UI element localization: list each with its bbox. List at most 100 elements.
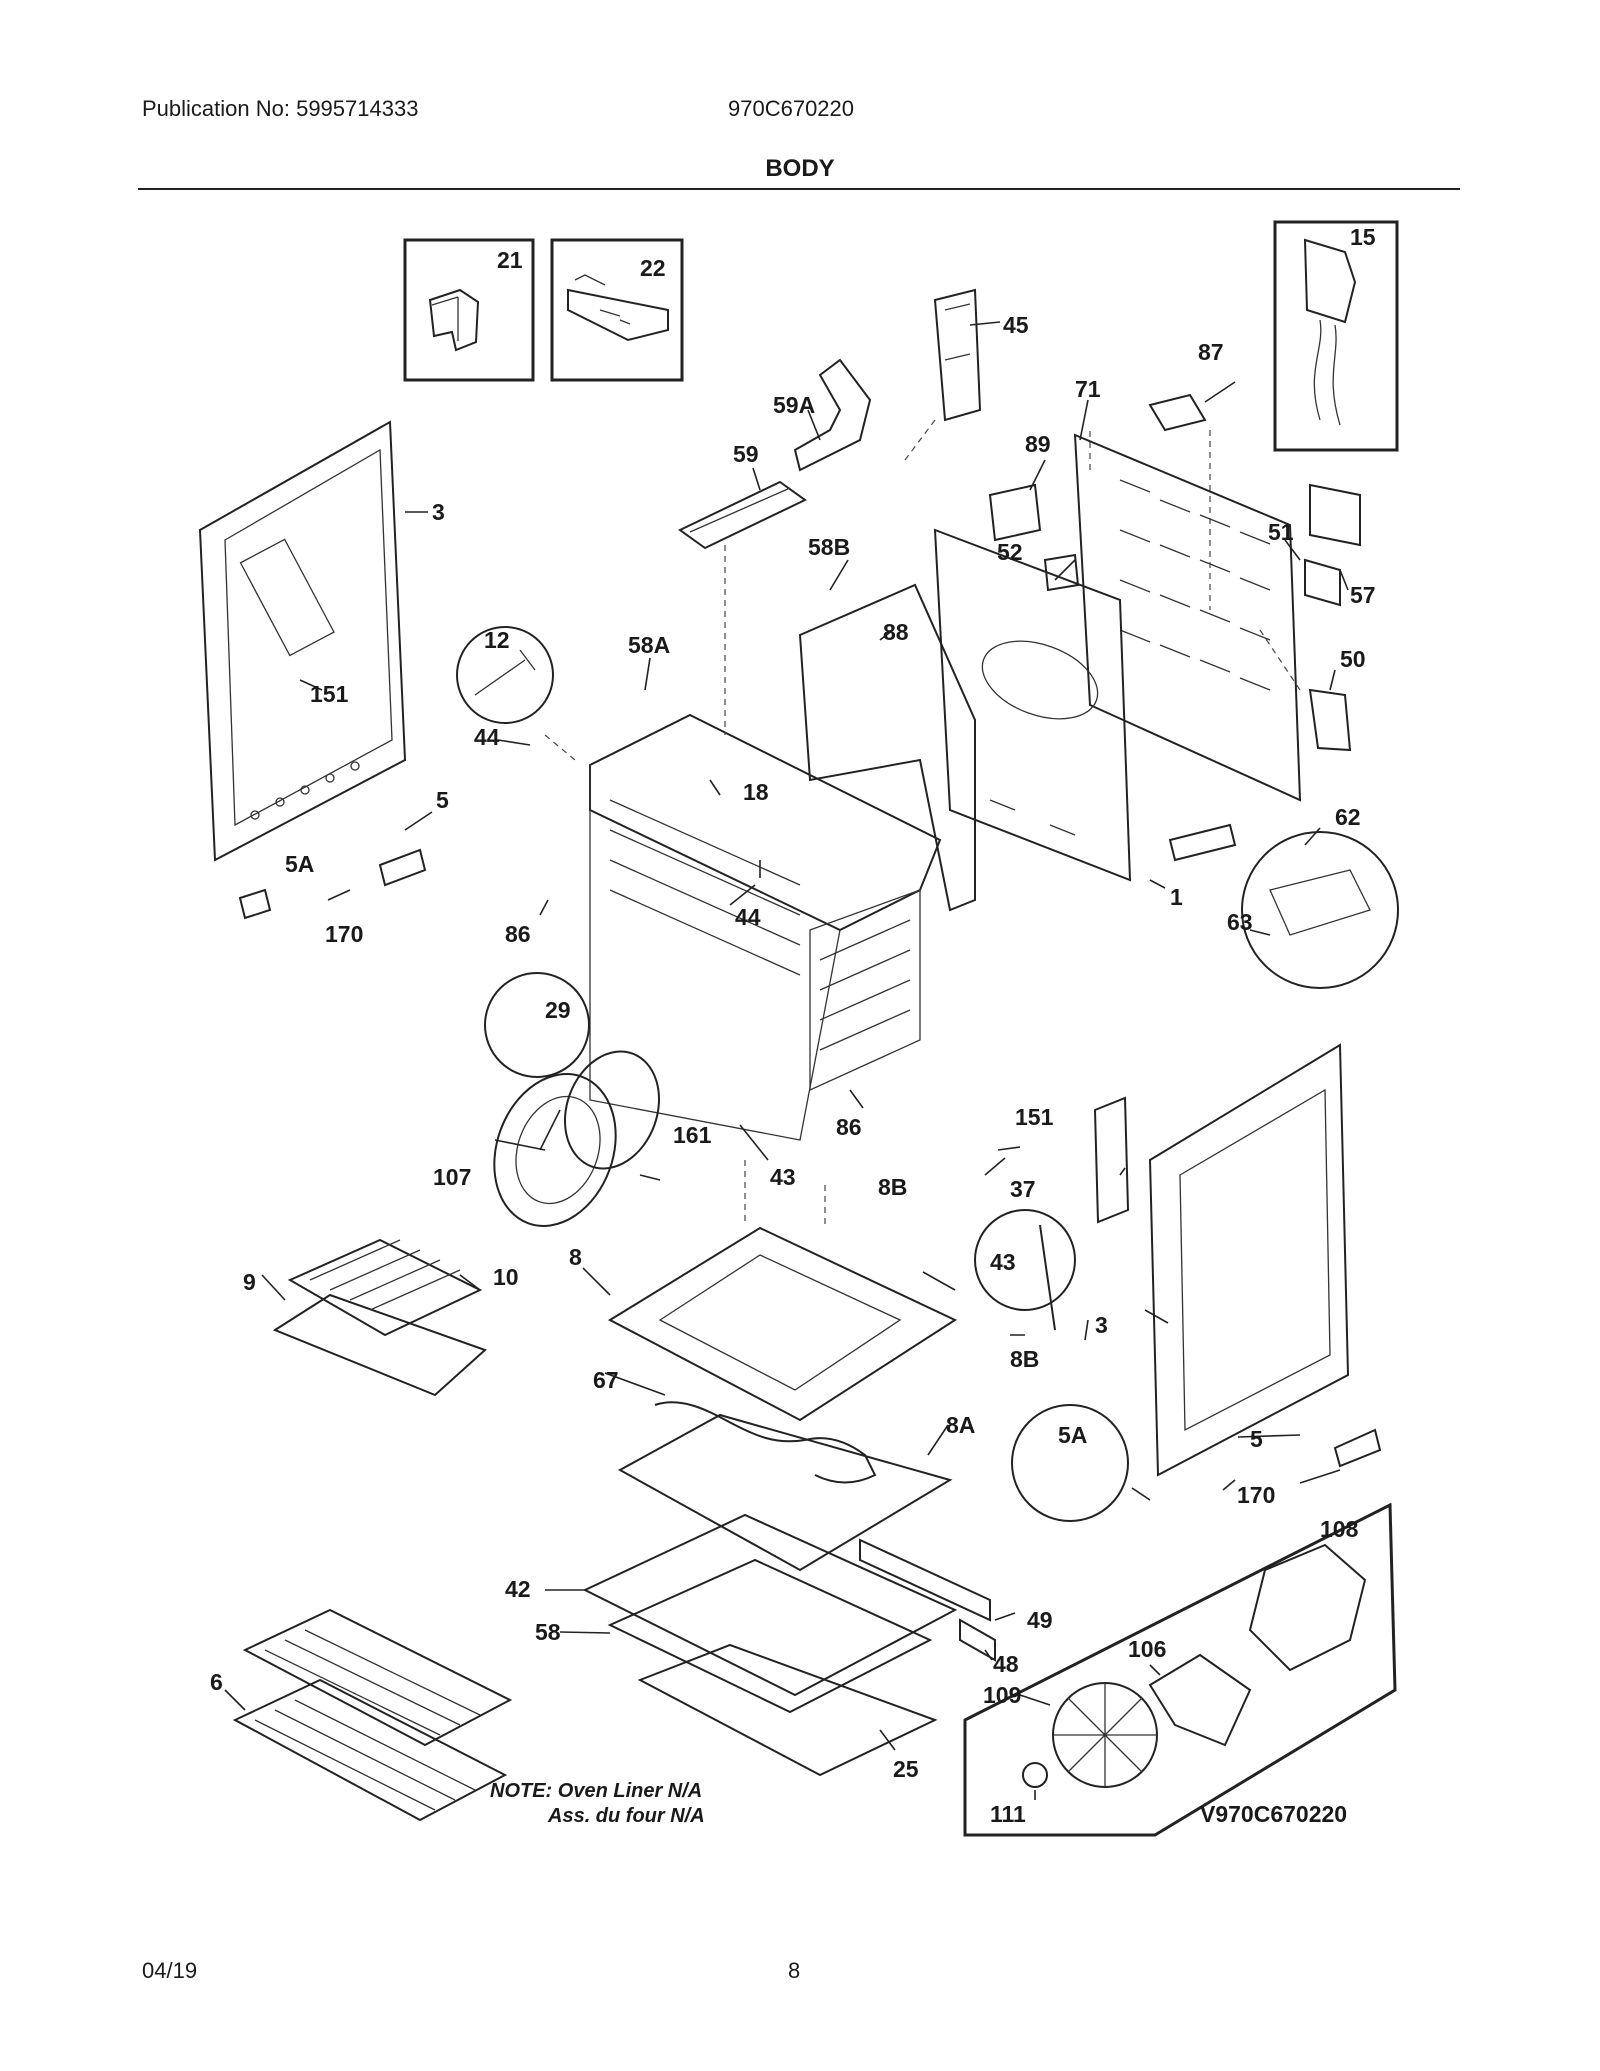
part-111-nut <box>1022 1762 1048 1788</box>
part-8-oven-bottom <box>607 1226 958 1422</box>
part-170-right-bracket <box>1333 1428 1382 1468</box>
label-45: 45 <box>1003 312 1029 338</box>
inset-box-15 <box>1273 220 1399 452</box>
part-109-fan-blade <box>1052 1682 1158 1788</box>
part-161-gasket <box>563 1050 661 1170</box>
label-5-left: 5 <box>436 787 449 813</box>
label-71: 71 <box>1075 376 1101 402</box>
part-12-thermostat <box>474 649 536 696</box>
inset-box-22 <box>550 238 684 382</box>
part-89-bracket <box>988 483 1042 542</box>
label-62: 62 <box>1335 804 1361 830</box>
label-51: 51 <box>1268 519 1294 545</box>
part-58B-insulation <box>798 583 976 912</box>
label-5A-left: 5A <box>285 851 314 877</box>
part-21-connector <box>428 288 480 352</box>
label-89: 89 <box>1025 431 1051 457</box>
label-59: 59 <box>733 441 759 467</box>
label-25: 25 <box>893 1756 919 1782</box>
label-15: 15 <box>1350 224 1376 250</box>
label-5A-right: 5A <box>1058 1422 1087 1448</box>
part-106-bracket <box>1148 1653 1252 1747</box>
label-106: 106 <box>1128 1636 1166 1662</box>
label-52: 52 <box>997 539 1023 565</box>
part-3-right-side-panel <box>1148 1043 1350 1477</box>
label-161: 161 <box>673 1122 712 1148</box>
label-5-right: 5 <box>1250 1426 1263 1452</box>
label-8: 8 <box>569 1244 582 1270</box>
label-1: 1 <box>1170 884 1183 910</box>
label-29: 29 <box>545 997 571 1023</box>
part-67-bake-element <box>654 1401 877 1484</box>
label-170-right: 170 <box>1237 1482 1275 1508</box>
label-109: 109 <box>983 1682 1021 1708</box>
part-59-duct <box>678 480 807 550</box>
callout-circle-43 <box>974 1209 1076 1311</box>
label-107: 107 <box>433 1164 471 1190</box>
note-line-1: NOTE: Oven Liner N/A <box>490 1780 702 1802</box>
part-71-back-panel <box>1073 433 1302 802</box>
label-10: 10 <box>493 1264 519 1290</box>
version-code: V970C670220 <box>1200 1801 1347 1827</box>
label-87: 87 <box>1198 339 1224 365</box>
part-108-fan-motor <box>1248 1543 1367 1672</box>
part-52-bracket <box>1043 553 1080 592</box>
label-8B-top: 8B <box>878 1174 907 1200</box>
label-108: 108 <box>1320 1516 1359 1542</box>
label-57: 57 <box>1350 582 1376 608</box>
publication-number: Publication No: 5995714333 <box>142 96 419 121</box>
part-50-box <box>1308 688 1352 752</box>
label-151-left: 151 <box>310 681 349 707</box>
model-number: 970C670220 <box>728 96 855 121</box>
inset-box-21 <box>403 238 535 382</box>
label-170-left: 170 <box>325 921 363 947</box>
label-44-top: 44 <box>474 724 500 750</box>
part-45-bracket <box>933 288 982 422</box>
callout-circle-29 <box>484 972 590 1078</box>
inset-box-convection-fan <box>963 1502 1397 1837</box>
part-15-harness <box>1303 238 1357 426</box>
label-67: 67 <box>593 1367 619 1393</box>
part-42-drawer <box>582 1513 958 1697</box>
part-22-bracket <box>567 274 669 342</box>
label-86-left: 86 <box>505 921 531 947</box>
part-10-broiler-grid <box>287 1238 483 1337</box>
part-62-terminal-block <box>1269 869 1371 936</box>
label-58: 58 <box>535 1619 561 1645</box>
page-number: 8 <box>788 1958 801 1983</box>
label-59A: 59A <box>773 392 815 418</box>
label-43-mid: 43 <box>770 1164 796 1190</box>
label-151-right: 151 <box>1015 1104 1054 1130</box>
callout-circle-62 <box>1241 831 1399 989</box>
part-48-slide <box>959 1618 996 1662</box>
note-line-2: Ass. du four N/A <box>547 1805 705 1827</box>
part-6-oven-racks <box>232 1608 513 1822</box>
label-21: 21 <box>497 247 523 273</box>
label-8B-bottom: 8B <box>1010 1346 1039 1372</box>
part-5A-left-leveler <box>238 888 272 920</box>
part-170-left-bracket <box>378 848 427 887</box>
label-3-left: 3 <box>432 499 445 525</box>
label-58B: 58B <box>808 534 850 560</box>
part-151-right-bracket <box>1093 1096 1130 1224</box>
label-42: 42 <box>505 1576 531 1602</box>
part-58A-oven-cavity <box>589 713 942 1141</box>
part-8A-tray <box>617 1413 953 1572</box>
part-59A-duct <box>793 358 872 472</box>
part-1-rear-frame <box>933 528 1132 882</box>
header-rule <box>138 188 1460 190</box>
part-43-screw <box>1039 1224 1056 1331</box>
part-58-drawer-liner <box>607 1558 933 1714</box>
label-111: 111 <box>990 1801 1026 1827</box>
label-58A: 58A <box>628 632 670 658</box>
label-63: 63 <box>1227 909 1253 935</box>
label-3-right: 3 <box>1095 1312 1108 1338</box>
part-57-vent <box>1309 483 1361 547</box>
part-62-small-block <box>1168 823 1237 862</box>
footer-date: 04/19 <box>142 1958 198 1983</box>
part-3-left-side-panel <box>198 420 407 862</box>
label-6: 6 <box>210 1669 223 1695</box>
part-25-drawer-bottom <box>637 1643 938 1777</box>
label-12: 12 <box>484 627 510 653</box>
